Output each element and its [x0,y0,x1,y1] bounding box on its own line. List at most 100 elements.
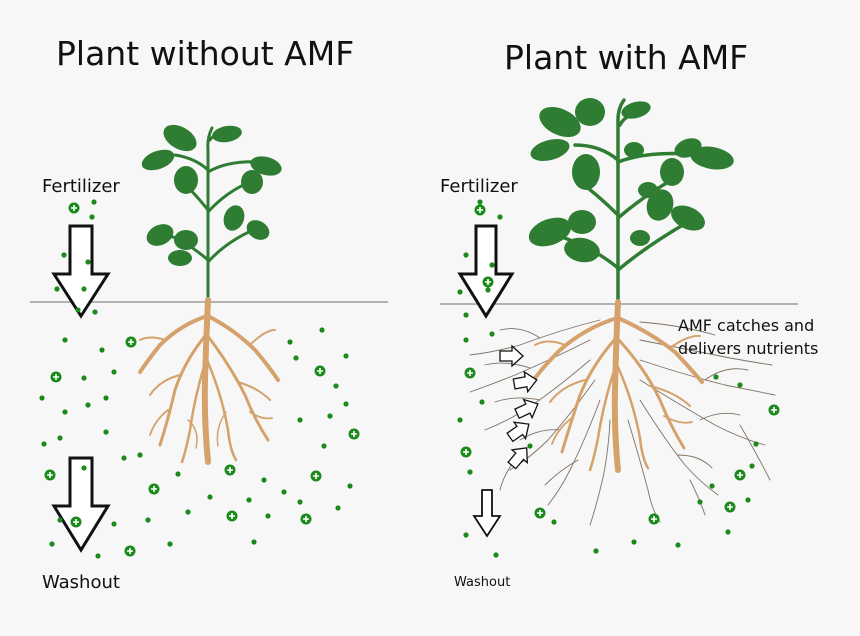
nutrient-dot [745,497,751,503]
nutrient-plus [460,446,472,458]
nutrient-dot [477,199,483,205]
nutrient-dot [343,353,349,359]
nutrient-dot [335,505,341,511]
nutrient-dot [39,395,45,401]
nutrient-dot [467,469,473,475]
nutrient-dot [41,441,47,447]
nutrient-dot [62,409,68,415]
nutrient-dot [75,307,81,313]
nutrient-dot [185,509,191,515]
fertilizer-label-right: Fertilizer [440,176,518,197]
nutrient-dot [457,417,463,423]
nutrient-dot [479,399,485,405]
nutrient-dot [675,542,681,548]
nutrient-dot [297,499,303,505]
nutrient-dot [99,347,105,353]
nutrient-plus [226,510,238,522]
nutrient-plus [768,404,780,416]
nutrient-dot [261,477,267,483]
nutrient-plus [125,336,137,348]
nutrient-dot [57,435,63,441]
nutrients [39,199,780,559]
nutrient-dot [111,369,117,375]
nutrient-dot [497,214,503,220]
nutrient-dot [713,374,719,380]
nutrient-dot [737,382,743,388]
nutrient-plus [464,367,476,379]
nutrient-plus [474,204,486,216]
nutrient-dot [49,541,55,547]
nutrient-dot [485,287,491,293]
nutrient-dot [293,355,299,361]
plant-left [138,124,282,465]
nutrient-dot [167,541,173,547]
plant-right-leaves [528,98,734,263]
plant-left-roots [138,297,280,465]
nutrient-dot [103,395,109,401]
nutrient-plus [68,202,80,214]
nutrient-dot [463,312,469,318]
nutrient-dot [81,375,87,381]
nutrient-dot [91,199,97,205]
nutrient-dot [697,499,703,505]
nutrient-plus [124,545,136,557]
nutrient-dot [81,465,87,471]
nutrient-dot [319,327,325,333]
nutrient-dot [489,331,495,337]
nutrient-dot [347,483,353,489]
nutrient-plus [224,464,236,476]
nutrient-dot [145,517,151,523]
washout-label-right: Washout [454,575,511,590]
nutrient-dot [333,383,339,389]
nutrient-dot [297,417,303,423]
plant-right-roots [533,299,704,473]
nutrient-dot [54,286,60,292]
nutrient-plus [148,483,160,495]
plant-left-leaves [141,124,282,266]
title-right: Plant with AMF [504,38,749,77]
nutrient-plus [314,365,326,377]
nutrient-plus [300,513,312,525]
nutrient-dot [327,413,333,419]
nutrient-dot [463,252,469,258]
nutrient-plus [534,507,546,519]
nutrient-dot [57,517,63,523]
nutrient-dot [246,497,252,503]
nutrient-dot [551,519,557,525]
fertilizer-label-left: Fertilizer [42,176,120,197]
nutrient-dot [753,441,759,447]
nutrient-dot [463,532,469,538]
nutrient-dot [121,455,127,461]
nutrient-dot [137,452,143,458]
nutrient-dot [463,337,469,343]
nutrient-dot [493,552,499,558]
nutrient-dot [321,443,327,449]
washout-label-left: Washout [42,572,120,593]
nutrient-dot [89,214,95,220]
nutrient-dot [103,429,109,435]
nutrient-dot [61,252,67,258]
fertilizer-arrow-left [51,224,111,319]
nutrient-plus [310,470,322,482]
amf-note: AMF catches and delivers nutrients [678,316,819,358]
nutrient-plus [348,428,360,440]
nutrient-dot [709,483,715,489]
nutrient-dot [251,539,257,545]
nutrient-plus [50,371,62,383]
nutrient-dot [81,286,87,292]
nutrient-dot [527,443,533,449]
nutrient-plus [70,516,82,528]
nutrient-dot [593,548,599,554]
plant-right [469,98,776,526]
nutrient-dot [457,289,463,295]
nutrient-plus [482,276,494,288]
nutrient-dot [281,489,287,495]
title-left: Plant without AMF [56,34,355,73]
washout-arrow-left [51,456,111,553]
nutrient-plus [734,469,746,481]
nutrient-dot [92,309,98,315]
nutrient-dot [725,529,731,535]
plant-left-stem [158,126,264,302]
